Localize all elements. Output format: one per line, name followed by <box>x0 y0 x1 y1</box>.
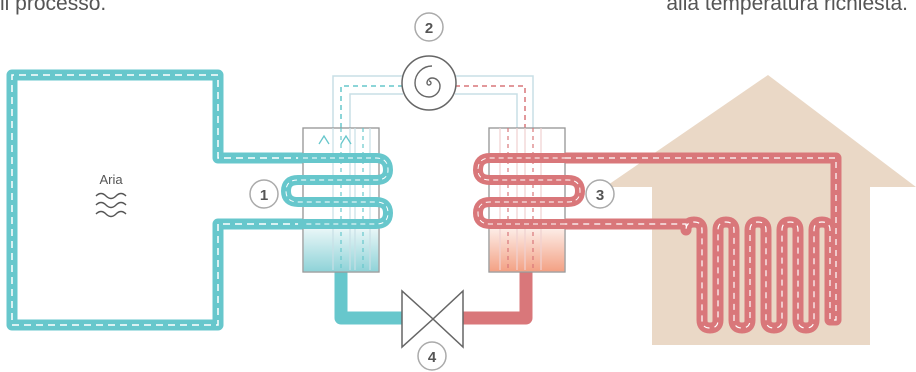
step-number-2: 2 <box>425 20 433 37</box>
wave-icon <box>95 192 127 218</box>
house-heating-loop <box>565 152 842 334</box>
step-number-3: 3 <box>596 187 604 204</box>
step-badge-2: 2 <box>414 12 444 42</box>
cold-refrigerant-line <box>334 272 402 325</box>
condenser-unit <box>472 127 586 273</box>
step-badge-3: 3 <box>585 179 615 209</box>
step-badge-4: 4 <box>417 341 447 371</box>
expansion-valve-icon <box>401 289 464 349</box>
air-label: Aria <box>99 172 123 187</box>
caption-left: il processo. <box>0 0 107 15</box>
caption-right: alla temperatura richiesta. <box>666 0 908 15</box>
step-number-4: 4 <box>428 349 437 366</box>
air-loop <box>6 69 303 331</box>
evaporator-unit <box>280 127 394 273</box>
step-number-1: 1 <box>260 187 268 204</box>
step-badge-1: 1 <box>249 179 279 209</box>
compressor-lines <box>332 75 534 128</box>
hot-refrigerant-line <box>463 272 533 325</box>
compressor-icon <box>401 55 457 111</box>
